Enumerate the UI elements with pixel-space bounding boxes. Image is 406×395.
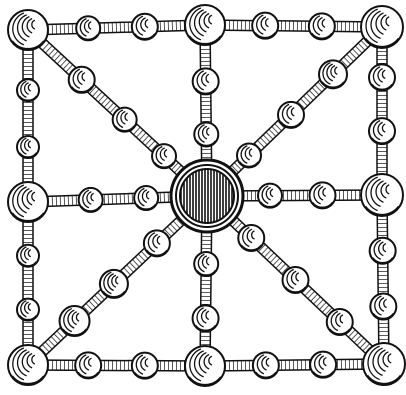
rod-right-upper <box>377 27 387 195</box>
junction-bead-left <box>8 182 48 222</box>
spoke-down-bead-2 <box>193 305 219 331</box>
diag-tl-bead-1 <box>69 67 95 93</box>
top-right-bead-2 <box>309 13 335 39</box>
top-right-bead-1 <box>252 13 278 39</box>
diag-bl-bead-3 <box>144 230 170 256</box>
diag-tl-bead-3 <box>152 144 176 168</box>
diag-tr-bead-1 <box>319 60 347 88</box>
rod-top-right <box>205 20 382 32</box>
spoke-up-bead-1 <box>193 68 219 94</box>
left-upper-bead-1 <box>17 79 39 101</box>
right-upper-bead-2 <box>369 118 395 144</box>
right-lower-bead-1 <box>370 238 396 264</box>
bottom-right-bead-2 <box>310 352 336 378</box>
corner-bead-top-left <box>8 10 48 50</box>
spoke-up-bead-2 <box>194 122 218 146</box>
corner-bead-bottom-left <box>8 345 48 385</box>
diag-br-bead-3 <box>238 225 264 251</box>
rod-top-left <box>28 20 205 35</box>
corner-bead-bottom-right <box>363 343 405 385</box>
rod-right-lower <box>377 195 389 364</box>
diag-tr-bead-2 <box>278 102 304 128</box>
rod-bottom-left <box>28 360 205 371</box>
rod-left-upper <box>23 30 33 202</box>
top-left-bead-2 <box>132 14 158 40</box>
spoke-right-bead-1 <box>258 184 282 208</box>
spoke-left-bead-1 <box>79 188 103 212</box>
central-hub <box>171 160 243 232</box>
diag-br-bead-2 <box>283 267 309 293</box>
diag-tr-bead-3 <box>237 143 261 167</box>
bottom-right-bead-1 <box>253 352 279 378</box>
left-lower-bead-2 <box>17 299 39 321</box>
bottom-left-bead-2 <box>132 353 158 379</box>
corner-bead-top-right <box>361 6 403 48</box>
spoke-down-bead-1 <box>194 252 218 276</box>
hub-hatched-core <box>180 169 234 223</box>
spoke-right-bead-2 <box>310 182 336 208</box>
right-lower-bead-2 <box>370 294 396 320</box>
diag-bl-bead-1 <box>60 306 90 336</box>
left-lower-bead-1 <box>17 245 39 267</box>
spoke-left-bead-2 <box>134 186 158 210</box>
top-left-bead-1 <box>76 16 100 40</box>
rod-left-lower <box>23 202 33 365</box>
bottom-left-bead-1 <box>75 352 101 378</box>
rod-bottom-right <box>205 359 384 371</box>
right-upper-bead-1 <box>369 64 395 90</box>
junction-bead-right <box>361 174 403 216</box>
junction-bead-top <box>185 5 225 45</box>
diag-tl-bead-2 <box>113 108 137 132</box>
left-upper-bead-2 <box>17 136 39 158</box>
diag-br-bead-1 <box>327 309 353 335</box>
diag-bl-bead-2 <box>100 270 128 298</box>
junction-bead-bottom <box>185 346 225 386</box>
